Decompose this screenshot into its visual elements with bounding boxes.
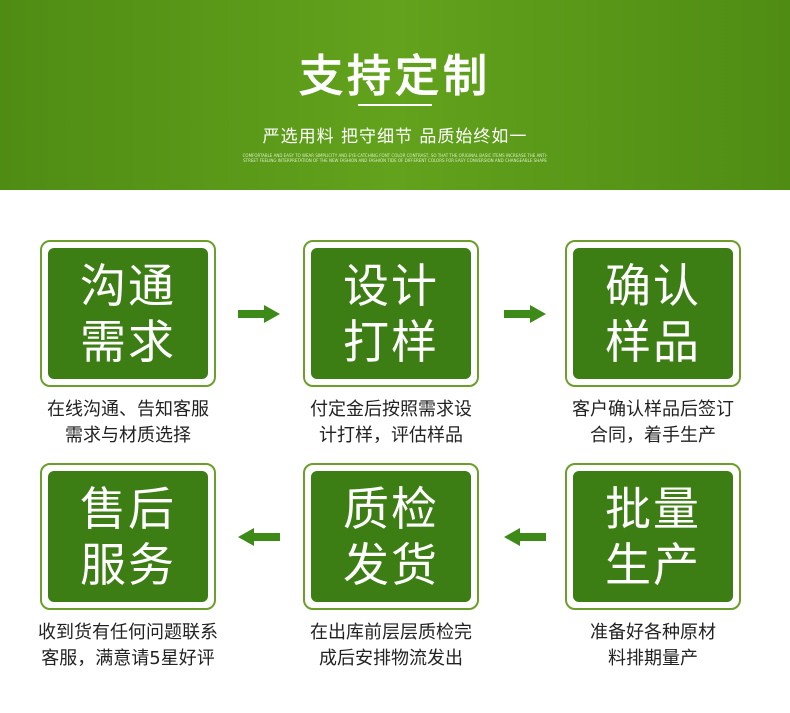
arrow-right-icon <box>238 305 280 323</box>
banner-fine-print: COMFORTABLE AND EASY TO WEAR SIMPLICITY … <box>242 153 548 163</box>
step-card: 沟通 需求 <box>40 240 216 387</box>
step-design-sample: 设计 打样 付定金后按照需求设 计打样，评估样品 <box>303 240 479 449</box>
step-desc-line1: 在出库前层层质检完 <box>310 622 472 643</box>
step-desc-line1: 准备好各种原材 <box>590 622 716 643</box>
step-title-line1: 售后 <box>80 482 176 536</box>
header-banner: 支持定制 严选用料 把守细节 品质始终如一 COMFORTABLE AND EA… <box>0 0 790 190</box>
step-confirm-sample: 确认 样品 客户确认样品后签订 合同，着手生产 <box>565 240 741 449</box>
step-title-line2: 发货 <box>343 538 439 592</box>
step-card: 售后 服务 <box>40 463 216 610</box>
arrow-left-icon <box>504 528 546 546</box>
step-title-line1: 沟通 <box>80 259 176 313</box>
step-communicate: 沟通 需求 在线沟通、告知客服 需求与材质选择 <box>40 240 216 449</box>
banner-subtitle: 严选用料 把守细节 品质始终如一 <box>262 127 528 147</box>
step-card: 确认 样品 <box>565 240 741 387</box>
step-description: 收到货有任何问题联系 客服，满意请5星好评 <box>13 620 243 672</box>
step-description: 客户确认样品后签订 合同，着手生产 <box>538 397 768 449</box>
banner-title: 支持定制 <box>299 51 491 102</box>
step-title-line2: 打样 <box>343 315 439 369</box>
step-title-line2: 生产 <box>605 538 701 592</box>
step-description: 在线沟通、告知客服 需求与材质选择 <box>13 397 243 449</box>
step-description: 准备好各种原材 料排期量产 <box>538 620 768 672</box>
step-desc-line2: 计打样，评估样品 <box>319 425 463 446</box>
step-desc-line2: 客服，满意请5星好评 <box>41 648 215 669</box>
step-title-line2: 需求 <box>80 315 176 369</box>
step-title-line2: 样品 <box>605 315 701 369</box>
step-desc-line1: 在线沟通、告知客服 <box>47 399 209 420</box>
step-title-line1: 设计 <box>343 259 439 313</box>
arrow-left-icon <box>238 528 280 546</box>
step-desc-line1: 客户确认样品后签订 <box>572 399 734 420</box>
step-desc-line1: 付定金后按照需求设 <box>310 399 472 420</box>
step-inspect-ship: 质检 发货 在出库前层层质检完 成后安排物流发出 <box>303 463 479 672</box>
step-desc-line1: 收到货有任何问题联系 <box>38 622 218 643</box>
step-desc-line2: 成后安排物流发出 <box>319 648 463 669</box>
step-card: 批量 生产 <box>565 463 741 610</box>
step-card: 设计 打样 <box>303 240 479 387</box>
step-after-sales: 售后 服务 收到货有任何问题联系 客服，满意请5星好评 <box>38 463 218 672</box>
step-desc-line2: 需求与材质选择 <box>65 425 191 446</box>
step-mass-production: 批量 生产 准备好各种原材 料排期量产 <box>565 463 741 672</box>
step-title-line1: 质检 <box>343 482 439 536</box>
arrow-right-icon <box>504 305 546 323</box>
step-title-line2: 服务 <box>80 538 176 592</box>
step-title-line1: 确认 <box>605 259 701 313</box>
step-description: 在出库前层层质检完 成后安排物流发出 <box>276 620 506 672</box>
step-card: 质检 发货 <box>303 463 479 610</box>
step-desc-line2: 料排期量产 <box>608 648 698 669</box>
step-desc-line2: 合同，着手生产 <box>590 425 716 446</box>
step-title-line1: 批量 <box>605 482 701 536</box>
step-description: 付定金后按照需求设 计打样，评估样品 <box>276 397 506 449</box>
banner-divider <box>358 104 432 106</box>
